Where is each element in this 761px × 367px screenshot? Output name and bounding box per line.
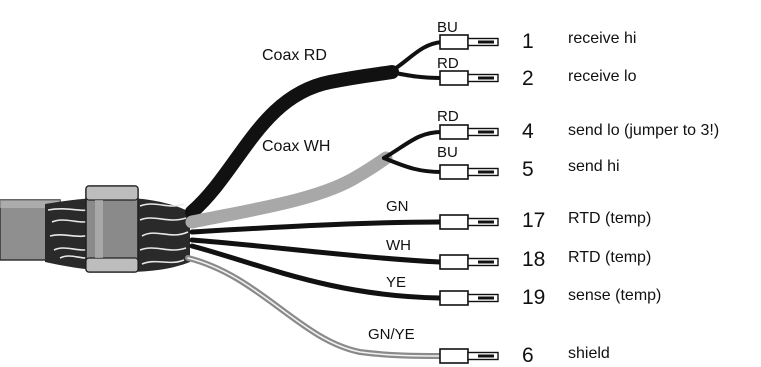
wire-color-label: BU [437,19,458,36]
wire-4-rd [382,130,444,160]
coax-rd-cable [185,65,399,219]
ferrule-terminal [439,164,499,180]
pin-number: 18 [522,248,545,271]
terminal-description: receive hi [568,30,636,47]
terminal-description: RTD (temp) [568,249,651,266]
wire-19-ye [189,243,443,301]
coax-wh-label: Coax WH [262,138,330,155]
terminal-description: send lo (jumper to 3!) [568,122,719,139]
pin-number: 2 [522,67,534,90]
pin-number: 19 [522,286,545,309]
wire-color-label: WH [386,237,411,254]
shrink-sleeve [85,185,139,273]
terminal-description: RTD (temp) [568,210,651,227]
coax-rd-label: Coax RD [262,47,327,64]
wire-color-label: GN/YE [368,326,415,343]
terminal-description: shield [568,345,610,362]
pin-number: 1 [522,30,534,53]
wire-color-label: RD [437,108,459,125]
ferrule-terminal [439,214,499,230]
wire-color-label: YE [386,274,406,291]
wire-2-rd [388,70,444,80]
ferrule-terminal [439,290,499,306]
wire-color-label: BU [437,144,458,161]
pin-number: 4 [522,120,534,143]
ferrule-terminal [439,348,499,364]
wire-17-gn [189,219,443,235]
wire-color-label: RD [437,55,459,72]
terminal-description: receive lo [568,68,637,85]
ferrule-terminal [439,124,499,140]
terminal-description: send hi [568,158,620,175]
wire-5-bu [382,156,444,174]
ferrule-terminal [439,254,499,270]
coax-wh-cable [185,151,393,229]
pin-number: 17 [522,209,545,232]
wires [185,40,444,359]
terminal-description: sense (temp) [568,287,661,304]
ferrule-terminal [439,34,499,50]
ferrule-terminal [439,70,499,86]
wire-1-bu [388,40,444,74]
wire-18-wh [189,237,443,265]
pin-number: 5 [522,158,534,181]
pin-number: 6 [522,344,534,367]
terminals [439,34,499,364]
wire-color-label: GN [386,198,409,215]
